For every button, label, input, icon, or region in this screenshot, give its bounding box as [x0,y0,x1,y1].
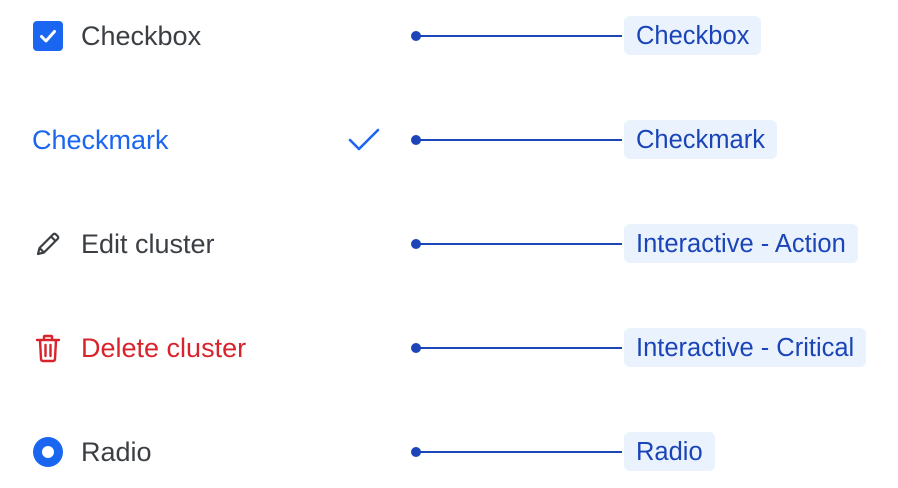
tag-radio: Radio [624,432,715,471]
connector-line [411,239,622,249]
checkmark-label[interactable]: Checkmark [32,125,169,155]
delete-cluster-label[interactable]: Delete cluster [81,333,247,363]
tag-checkbox: Checkbox [624,16,762,55]
row-delete-cluster: Delete cluster Interactive - Critical [0,328,898,368]
checkmark-icon [348,128,380,151]
row-radio: Radio Radio [0,432,898,472]
connector-line [411,343,622,353]
connector-line [411,447,622,457]
tag-interactive-action: Interactive - Action [624,224,858,263]
row-checkmark: Checkmark Checkmark [0,120,898,160]
trash-icon [32,332,64,364]
tag-interactive-critical: Interactive - Critical [624,328,867,367]
radio-selected-icon[interactable] [32,436,64,468]
row-edit-cluster: Edit cluster Interactive - Action [0,224,898,264]
checkbox-label[interactable]: Checkbox [81,21,202,51]
tag-checkmark: Checkmark [624,120,777,159]
radio-label[interactable]: Radio [81,437,152,467]
row-checkbox: Checkbox Checkbox [0,16,898,56]
connector-line [411,31,622,41]
connector-line [411,135,622,145]
edit-cluster-label[interactable]: Edit cluster [81,229,215,259]
checkbox-checked-icon[interactable] [32,20,64,52]
pencil-icon [32,228,64,260]
